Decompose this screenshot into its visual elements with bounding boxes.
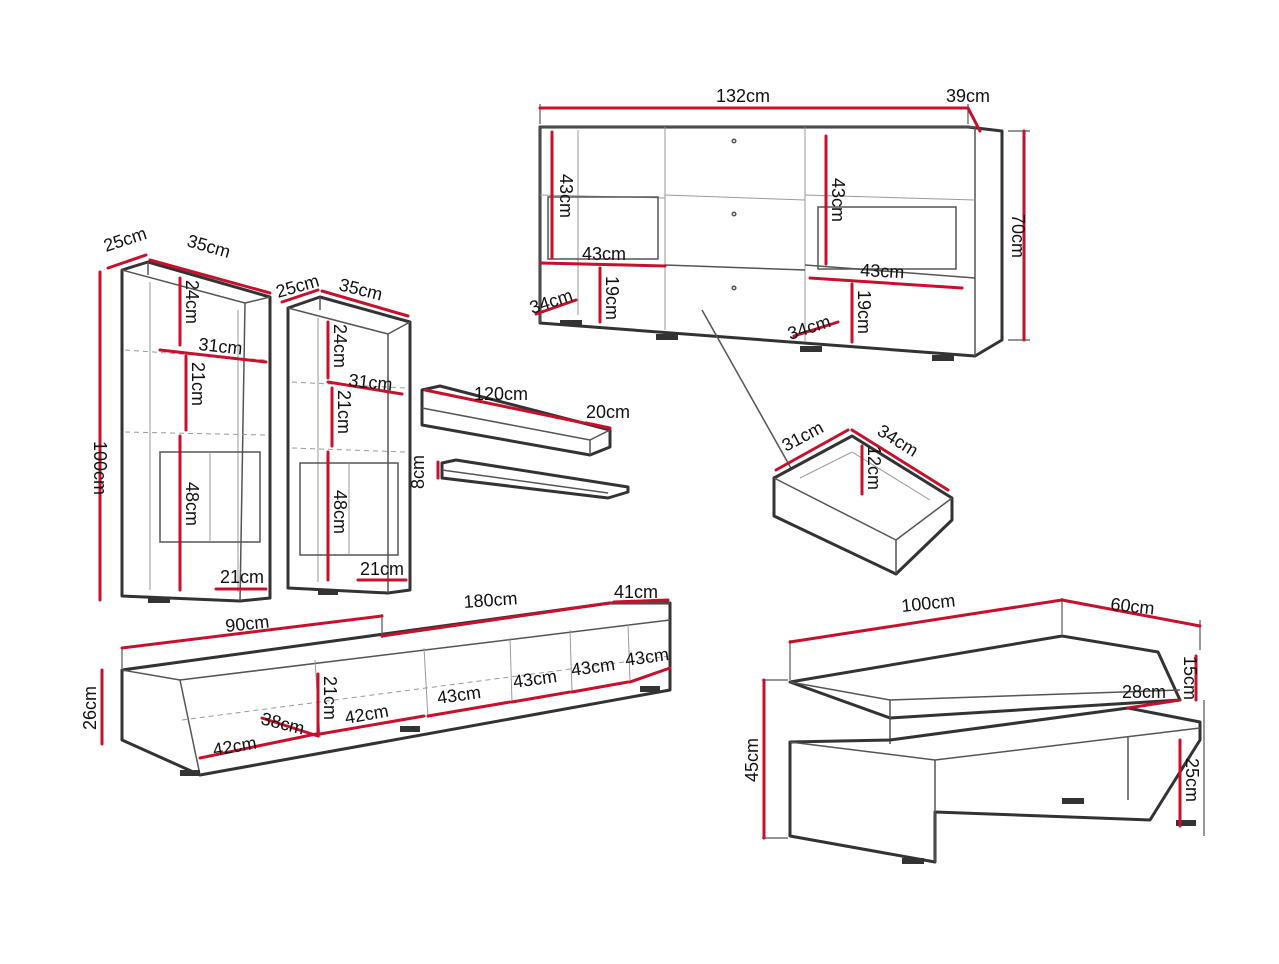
dim-line	[792, 320, 840, 338]
label-inner-depth: 21cm	[220, 567, 264, 587]
label-width: 100cm	[900, 590, 956, 616]
dim-line	[260, 716, 320, 738]
tall-cabinet-left	[120, 260, 272, 603]
dim-line	[538, 261, 667, 268]
dim-line	[510, 690, 572, 704]
label-door-height: 48cm	[330, 490, 350, 534]
label-left-shelf-depth: 34cm	[527, 285, 575, 318]
label-shelf-depth: 31cm	[348, 370, 394, 394]
drawer-detail	[701, 309, 954, 576]
label-middle-shelf: 21cm	[334, 390, 354, 434]
label-right-shelf-depth: 34cm	[785, 311, 833, 344]
dim-line	[326, 380, 404, 396]
label-width: 132cm	[716, 86, 770, 106]
dim-line	[320, 289, 410, 318]
label-inner-height: 21cm	[320, 676, 340, 720]
tall-cabinet-right	[286, 295, 412, 595]
dim-line	[120, 614, 384, 650]
label-compartment-6: 43cm	[624, 644, 670, 670]
label-left-glass-height: 43cm	[556, 174, 576, 218]
dim-line	[534, 298, 578, 316]
label-module-width: 90cm	[224, 611, 270, 635]
tall-cabinet-right-dimensions: 25cm 35cm 24cm 31cm 21cm 48cm 21cm	[274, 270, 410, 582]
wall-shelves	[420, 384, 630, 500]
dim-line	[318, 714, 426, 736]
dim-line	[158, 348, 268, 364]
dim-line	[628, 666, 672, 684]
label-depth: 41cm	[614, 582, 658, 602]
label-top-thickness: 15cm	[1180, 656, 1200, 700]
dim-line	[774, 428, 850, 472]
dim-line	[280, 288, 320, 304]
label-right-glass-height: 43cm	[828, 178, 848, 222]
label-total-width: 180cm	[463, 588, 518, 612]
dim-line	[1126, 698, 1182, 710]
label-height: 8cm	[408, 455, 428, 489]
dim-line	[612, 598, 670, 604]
sideboard	[538, 125, 1004, 361]
sideboard-dimensions: 132cm 39cm 70cm 43cm 43cm 34cm 19cm 43cm…	[527, 86, 1030, 344]
label-shelf-depth: 31cm	[198, 334, 244, 358]
coffee-table	[788, 634, 1202, 864]
drawer-dimensions: 31cm 34cm 12cm	[774, 417, 950, 496]
label-compartment-5: 43cm	[570, 654, 616, 680]
label-middle-shelf: 21cm	[188, 362, 208, 406]
dim-line	[570, 680, 630, 694]
dim-line	[1060, 598, 1202, 628]
label-width: 35cm	[185, 231, 233, 262]
label-height: 12cm	[864, 446, 884, 490]
label-height: 70cm	[1008, 214, 1028, 258]
label-depth: 39cm	[946, 86, 990, 106]
label-compartment-1: 42cm	[211, 733, 258, 760]
label-width: 31cm	[778, 417, 826, 455]
label-left-shelf-width: 43cm	[582, 244, 626, 264]
label-depth: 20cm	[586, 402, 630, 422]
label-right-shelf-width: 43cm	[860, 260, 905, 282]
label-height: 45cm	[742, 738, 762, 782]
dim-line	[198, 732, 318, 760]
label-shelf-depth: 28cm	[1122, 682, 1166, 702]
label-width: 35cm	[337, 274, 385, 304]
label-door-height: 48cm	[182, 482, 202, 526]
label-upper-shelf: 24cm	[182, 280, 202, 324]
dim-line	[808, 276, 964, 290]
dim-line	[148, 258, 272, 295]
label-right-lower-height: 19cm	[854, 290, 874, 334]
label-height: 26cm	[80, 686, 100, 730]
dim-line	[426, 700, 512, 718]
label-depth: 60cm	[1110, 594, 1156, 618]
dim-line	[850, 428, 950, 492]
label-compartment-4: 43cm	[512, 666, 558, 692]
dim-line	[788, 598, 1064, 644]
dim-line	[966, 106, 982, 133]
label-left-lower-height: 19cm	[602, 276, 622, 320]
wall-shelves-dimensions: 120cm 20cm 8cm	[408, 384, 630, 489]
dim-line	[423, 388, 586, 425]
dim-line	[106, 253, 148, 270]
label-inner-depth: 21cm	[360, 559, 404, 579]
label-lower-height: 25cm	[1182, 758, 1202, 802]
tall-cabinet-left-dimensions: 25cm 35cm 100cm 24cm 31cm 21cm 48cm 21cm	[90, 223, 272, 602]
dim-line	[380, 601, 612, 638]
dim-line	[584, 421, 612, 430]
label-width: 120cm	[474, 384, 528, 404]
label-height: 100cm	[90, 441, 110, 495]
tv-stand-dimensions: 90cm 180cm 41cm 26cm 21cm 38cm 42cm 42cm…	[80, 582, 672, 760]
label-inner-depth: 38cm	[259, 708, 307, 738]
label-depth: 25cm	[101, 223, 149, 256]
label-upper-shelf: 24cm	[330, 324, 350, 368]
coffee-table-dimensions: 100cm 60cm 45cm 15cm 28cm 25cm	[742, 590, 1205, 840]
